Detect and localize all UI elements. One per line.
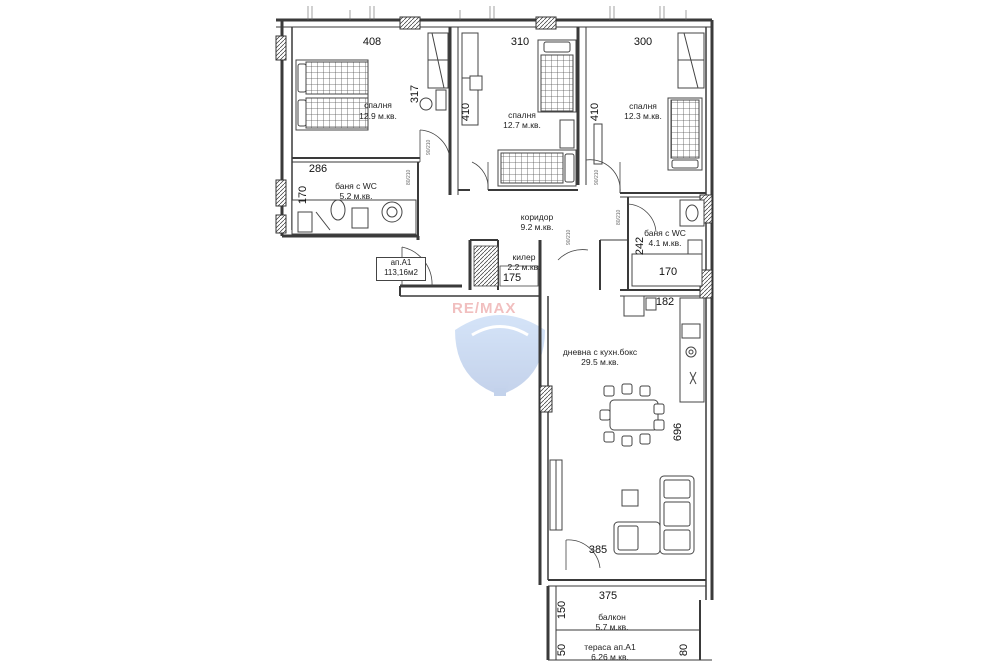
room-closet-name: килер bbox=[512, 252, 536, 262]
room-living-area: 29.5 м.кв. bbox=[581, 357, 619, 367]
desks bbox=[419, 75, 603, 165]
svg-text:80/210: 80/210 bbox=[406, 169, 412, 185]
dim-375: 375 bbox=[598, 590, 618, 602]
room-balcony-area: 5.7 м.кв. bbox=[595, 622, 629, 632]
room-balcony-name: балкон bbox=[598, 612, 626, 622]
sofa bbox=[613, 475, 695, 555]
dim-170-a: 170 bbox=[297, 185, 309, 205]
apartment-area: 113,16м2 bbox=[384, 268, 418, 277]
svg-text:80/210: 80/210 bbox=[616, 209, 622, 225]
apartment-name: ап.А1 bbox=[390, 258, 412, 267]
dim-385: 385 bbox=[588, 544, 608, 556]
room-closet-area: 2.2 м.кв. bbox=[507, 262, 541, 272]
windows bbox=[275, 16, 713, 413]
watermark-balloon-icon bbox=[455, 315, 545, 396]
room-bedroom3-name: спалня bbox=[629, 101, 657, 111]
room-bath2-name: баня с WC bbox=[644, 228, 686, 238]
room-living-name: дневна с кухн.бокс bbox=[562, 347, 638, 357]
dim-310: 310 bbox=[510, 36, 530, 48]
svg-text:90/210: 90/210 bbox=[566, 229, 572, 245]
apartment-label-box: ап.А1 113,16м2 bbox=[376, 257, 426, 281]
room-bedroom2-name: спалня bbox=[508, 110, 536, 120]
bathroom-fixtures bbox=[291, 199, 705, 287]
room-terrace-name: тераса ап.А1 bbox=[584, 642, 636, 652]
watermark-text: RE/MAX bbox=[452, 300, 517, 317]
beds bbox=[295, 39, 703, 187]
dim-410-a: 410 bbox=[460, 102, 472, 122]
dim-150: 150 bbox=[556, 600, 568, 620]
dim-242: 242 bbox=[634, 236, 646, 256]
svg-text:90/210: 90/210 bbox=[426, 139, 432, 155]
dim-408: 408 bbox=[362, 36, 382, 48]
room-bedroom1-area: 12.9 м.кв. bbox=[359, 111, 397, 121]
room-bath1-area: 5.2 м.кв. bbox=[339, 191, 373, 201]
window-ticks bbox=[307, 6, 687, 20]
dim-286: 286 bbox=[308, 163, 328, 175]
room-bedroom3-area: 12.3 м.кв. bbox=[624, 111, 662, 121]
closet-hatch bbox=[473, 245, 499, 287]
room-bath2-area: 4.1 м.кв. bbox=[648, 238, 682, 248]
room-corridor-name: коридор bbox=[520, 212, 554, 222]
dim-317: 317 bbox=[409, 84, 421, 104]
closet-door-hatch bbox=[499, 265, 539, 287]
room-bath1-name: баня с WC bbox=[335, 181, 377, 191]
dim-182: 182 bbox=[655, 296, 675, 308]
room-bedroom2-area: 12.7 м.кв. bbox=[503, 120, 541, 130]
wardrobes bbox=[427, 32, 705, 531]
dim-300: 300 bbox=[633, 36, 653, 48]
svg-text:90/210: 90/210 bbox=[594, 169, 600, 185]
dim-170-b: 170 bbox=[658, 266, 678, 278]
dim-696: 696 bbox=[672, 422, 684, 442]
dim-50: 50 bbox=[556, 643, 568, 657]
dim-175: 175 bbox=[502, 272, 522, 284]
dining-table bbox=[599, 383, 665, 447]
room-bedroom1-name: спалня bbox=[364, 100, 392, 110]
dim-80: 80 bbox=[678, 643, 690, 657]
room-corridor-area: 9.2 м.кв. bbox=[520, 222, 554, 232]
walls bbox=[276, 18, 714, 661]
room-terrace-area: 6.26 м.кв. bbox=[591, 652, 629, 662]
kitchen-counter bbox=[623, 295, 705, 403]
dim-410-b: 410 bbox=[589, 102, 601, 122]
